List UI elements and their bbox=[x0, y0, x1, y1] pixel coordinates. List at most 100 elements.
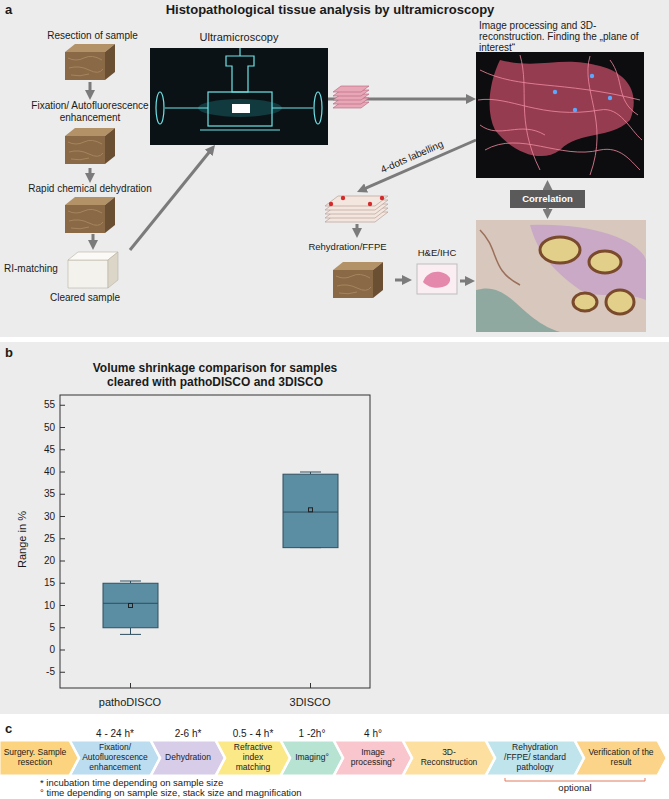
optional-note: optional bbox=[535, 783, 615, 794]
box-plot bbox=[60, 627, 65, 628]
optional-bracket bbox=[505, 778, 645, 781]
panel-a-background bbox=[0, 0, 669, 337]
step-text: 3D-Reconstruction bbox=[415, 748, 483, 768]
flow-arrow bbox=[89, 82, 92, 91]
tick-label: 15 bbox=[4, 577, 55, 589]
process-chevron: Rehydration /FFPE/ standard pathology bbox=[487, 741, 583, 775]
chevron-fill bbox=[404, 741, 494, 775]
section-stack bbox=[329, 202, 333, 206]
duration-label: 2-6 h* bbox=[148, 728, 228, 740]
correlation-arrow bbox=[547, 208, 548, 210]
section-stack bbox=[325, 196, 388, 222]
tissue-cube bbox=[65, 44, 115, 80]
process-chevron: Verification of the result bbox=[576, 741, 666, 775]
step-text: Imaging° bbox=[293, 753, 331, 763]
box-plot bbox=[60, 650, 65, 651]
box-plot bbox=[60, 516, 65, 517]
tick-label: 25 bbox=[4, 533, 55, 545]
reconstruction-image bbox=[590, 74, 594, 78]
reconstruction-image bbox=[490, 60, 634, 156]
box-plot bbox=[60, 449, 65, 450]
reconstruction-image bbox=[478, 99, 642, 140]
image-stack bbox=[333, 86, 369, 108]
node-text: Resection of sample bbox=[40, 30, 145, 42]
duration-label: 4 - 24 h* bbox=[75, 728, 155, 740]
reconstruction-image bbox=[478, 55, 642, 175]
node-text: Ultramicroscopy bbox=[150, 31, 328, 44]
chevron-fill bbox=[71, 741, 159, 775]
process-chevron: Imaging° bbox=[282, 741, 342, 775]
node-text: Rehydration/FFPE bbox=[300, 242, 395, 253]
box-plot bbox=[60, 405, 65, 406]
ultramicroscope-image bbox=[198, 99, 282, 117]
histology-image bbox=[530, 225, 646, 300]
ultramicroscope-image bbox=[165, 107, 208, 108]
ultramicroscope-image bbox=[232, 104, 250, 113]
stained-slide bbox=[417, 264, 457, 294]
section-stack bbox=[341, 196, 345, 200]
box-plot bbox=[60, 583, 65, 584]
tick-label: 10 bbox=[4, 600, 55, 612]
ultramicroscope-image bbox=[239, 48, 240, 56]
ultramicroscope-image bbox=[156, 48, 322, 130]
panel-letter: c bbox=[5, 722, 12, 737]
correlation-arrow bbox=[546, 208, 549, 210]
chevron-fill bbox=[282, 741, 342, 775]
ultramicroscope-image bbox=[226, 56, 254, 92]
flow-arrow bbox=[92, 234, 95, 241]
reconstruction-image bbox=[553, 90, 557, 94]
box-plot bbox=[310, 683, 311, 688]
footnote: * incubation time depending on sample si… bbox=[40, 777, 223, 788]
reconstruction-image bbox=[608, 96, 612, 100]
process-chevron: 3D-Reconstruction bbox=[404, 741, 494, 775]
tick-label: 30 bbox=[4, 511, 55, 523]
ultramicroscope-image bbox=[200, 129, 280, 130]
tick-label: 40 bbox=[4, 466, 55, 478]
section-stack bbox=[329, 196, 384, 206]
histology-image bbox=[589, 251, 621, 273]
axis-title: Range in % bbox=[16, 500, 29, 580]
process-step: H&E/IHC bbox=[412, 248, 462, 300]
node-text: RI-matching bbox=[4, 263, 67, 275]
reconstruction-image bbox=[520, 55, 540, 170]
flow-arrow bbox=[130, 152, 209, 250]
section-stack bbox=[356, 224, 359, 229]
section-stack bbox=[380, 196, 384, 200]
box-plot bbox=[103, 472, 338, 634]
tick-label: 55 bbox=[4, 399, 55, 411]
box-plot bbox=[103, 583, 158, 628]
box-plot bbox=[120, 634, 141, 635]
histology-image bbox=[573, 293, 597, 311]
chevron-fill bbox=[335, 741, 411, 775]
box-plot bbox=[60, 472, 65, 473]
histology-image bbox=[540, 237, 634, 314]
node-text: Fixation/ Autofluorescence enhancement bbox=[30, 100, 150, 123]
step-text: Rehydration /FFPE/ standard pathology bbox=[498, 743, 572, 772]
stained-slide bbox=[460, 280, 466, 283]
figure-title: Histopathological tissue analysis by ult… bbox=[100, 3, 560, 18]
ultramicroscope-image bbox=[272, 107, 313, 108]
tick-label: 50 bbox=[4, 422, 55, 434]
step-text: Refractive index matching bbox=[228, 743, 278, 772]
box-plot bbox=[300, 472, 321, 473]
box-plot bbox=[130, 628, 131, 635]
box-plot bbox=[60, 561, 65, 562]
box-plot bbox=[60, 395, 370, 688]
flow-arrow bbox=[89, 168, 92, 174]
box-plot bbox=[60, 672, 65, 673]
duration-label: 0.5 - 4 h* bbox=[213, 728, 293, 740]
step-text: Dehydration bbox=[163, 753, 213, 763]
tick-label: 35 bbox=[4, 488, 55, 500]
process-step: Resection of sample bbox=[40, 30, 145, 82]
box-plot bbox=[60, 538, 65, 539]
histology-image bbox=[480, 230, 520, 285]
node-text: H&E/IHC bbox=[412, 248, 462, 259]
tissue-cube bbox=[333, 262, 383, 298]
box-plot bbox=[60, 395, 370, 688]
box-plot bbox=[60, 494, 65, 495]
chevron-fill bbox=[217, 741, 289, 775]
panel-b-background bbox=[0, 342, 669, 714]
histology-image bbox=[540, 237, 580, 263]
box-plot bbox=[129, 604, 133, 608]
tick-label: 20 bbox=[4, 555, 55, 567]
